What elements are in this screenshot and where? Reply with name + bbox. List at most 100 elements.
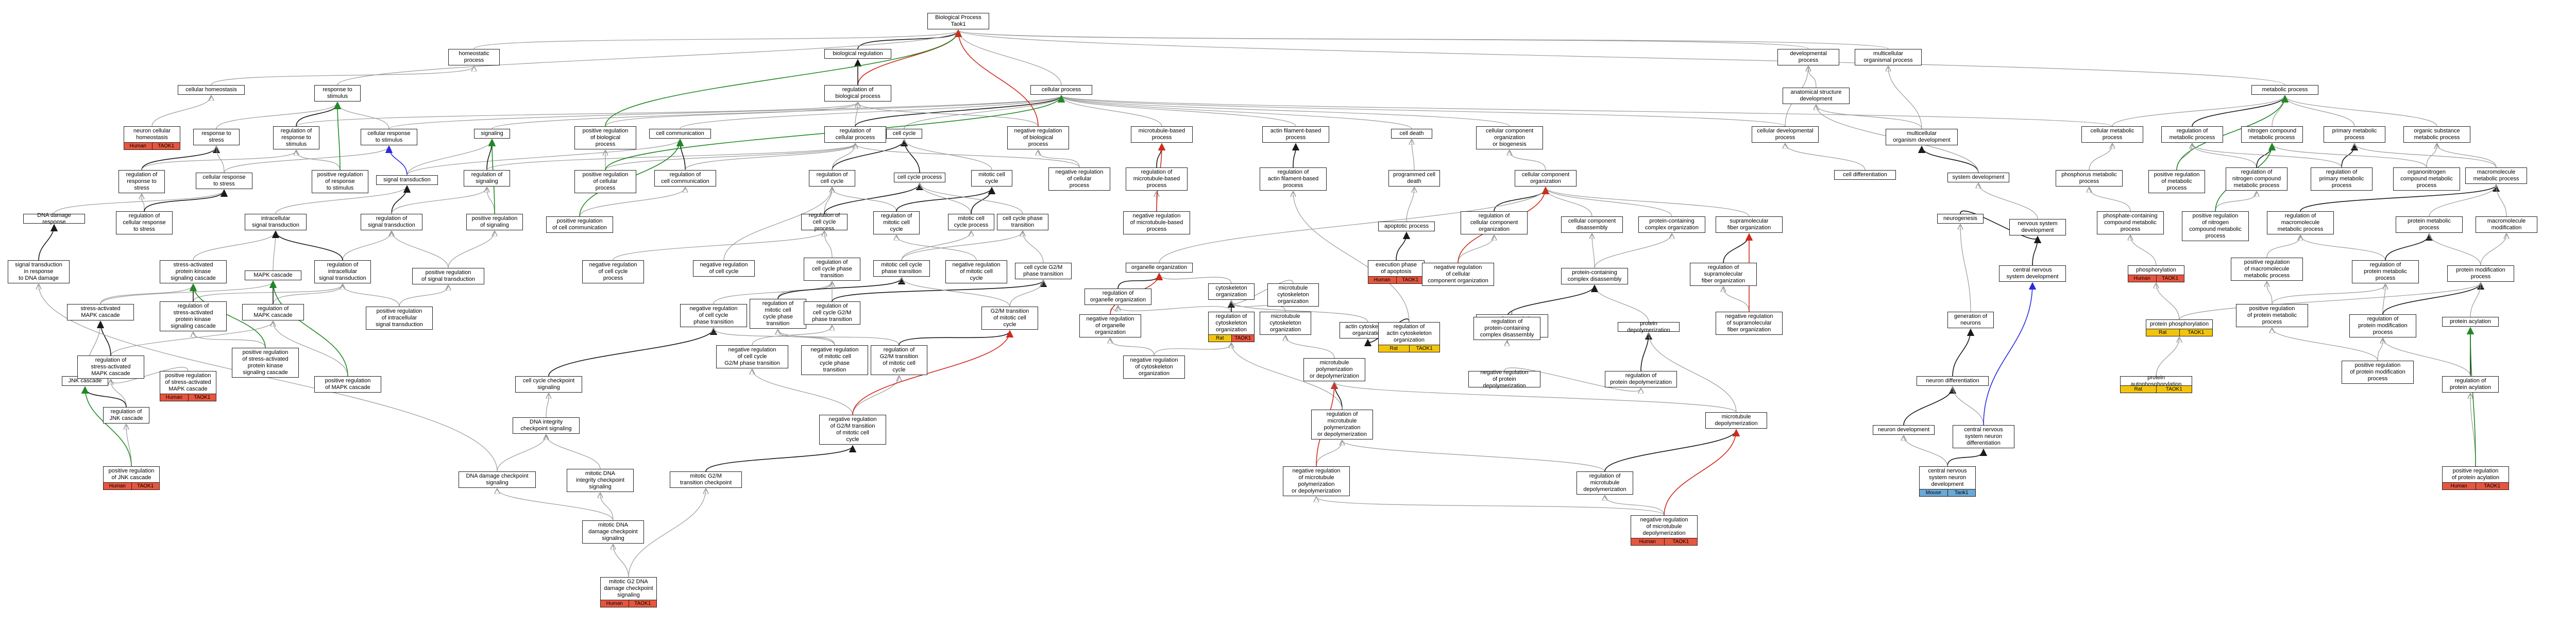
species-tag[interactable]: Human [103,483,132,490]
go-term-node-prog-cell-death[interactable]: programmed cell death [1388,170,1440,187]
go-term-node-cell-resp-stim[interactable]: cellular response to stimulus [361,129,417,145]
go-term-node-pos-reg-metab[interactable]: positive regulation of metabolic process [2148,170,2205,193]
gene-tag[interactable]: TAOK1 [131,483,160,490]
go-term-node-pos-reg-protein-mod[interactable]: positive regulation of protein modificat… [2342,361,2414,384]
go-term-node-pos-reg-macromol[interactable]: positive regulation of macromolecule met… [2231,258,2303,281]
go-term-node-neg-reg-cyto[interactable]: negative regulation of cytoskeleton orga… [1123,356,1185,379]
go-term-node-mt-cytoskeleton-org[interactable]: microtubule cytoskeleton organization [1267,283,1319,307]
go-term-node-cns-neuron-dev[interactable]: central nervous system neuron developmen… [1919,466,1976,497]
go-term-node-reg-cc-g2m[interactable]: regulation of cell cycle G2/M phase tran… [804,301,860,325]
species-tag[interactable]: Rat [1378,345,1410,352]
gene-tag[interactable]: TAOK1 [2156,386,2192,393]
go-term-node-reg-mitotic-phase[interactable]: regulation of mitotic cell cycle phase t… [750,299,806,329]
go-term-node-reg-mt-depolymerization[interactable]: regulation of microtubule depolymerizati… [1577,471,1633,495]
go-term-node-reg-mt-depoly[interactable]: regulation of microtubule polymerization… [1311,410,1373,439]
gene-tag[interactable]: TAOK1 [2179,329,2213,336]
go-term-node-reg-protein-depoly[interactable]: regulation of protein depolymerization [1605,371,1677,387]
go-term-node-cell-diff[interactable]: cell differentiation [1834,170,1896,180]
go-term-node-resp-stress[interactable]: response to stress [193,129,240,145]
go-term-node-reg-protein-acyl[interactable]: regulation of protein acylation [2442,376,2499,393]
go-term-node-cc-checkpoint[interactable]: cell cycle checkpoint signaling [515,376,582,393]
go-term-node-reg-cc-process[interactable]: regulation of cell cycle process [801,212,848,232]
gene-tag[interactable]: Taok1 [1947,489,1976,497]
go-term-node-bioreg[interactable]: biological regulation [824,49,891,59]
go-term-node-pos-reg-cell-proc[interactable]: positive regulation of cellular process [574,170,636,193]
go-term-node-neg-reg-cell-proc[interactable]: negative regulation of cellular process [1048,167,1110,191]
go-term-node-actin-fil[interactable]: actin filament-based process [1262,126,1329,143]
go-term-node-neuron-dev[interactable]: neuron development [1873,425,1935,435]
gene-tag[interactable]: TAOK1 [152,143,180,150]
go-term-node-cc-process[interactable]: cell cycle process [894,173,945,182]
go-term-node-protein-metab[interactable]: protein metabolic process [2396,216,2463,233]
go-term-node-reg-supramol-fiber[interactable]: regulation of supramolecular fiber organ… [1690,263,1757,286]
go-term-node-reg-actin-fil[interactable]: regulation of actin filament-based proce… [1260,167,1327,191]
go-term-node-protein-mod[interactable]: protein modification process [2447,265,2514,282]
go-term-node-reg-macromol[interactable]: regulation of macromolecule metabolic pr… [2267,211,2334,234]
go-term-node-mt-based[interactable]: microtubule-based process [1131,126,1193,143]
go-term-node-stress-mapk2[interactable]: stress-activated MAPK cascade [67,304,134,320]
go-term-node-protein-acylation[interactable]: protein acylation [2442,317,2499,327]
gene-tag[interactable]: TAOK1 [2156,275,2184,282]
go-term-node-pos-reg-signaling[interactable]: positive regulation of signaling [466,214,523,230]
go-term-node-organelle-org[interactable]: organelle organization [1126,263,1193,273]
go-term-node-bp[interactable]: Biological Process Taok1 [927,13,989,29]
go-term-node-neg-reg-g2m-mitotic[interactable]: negative regulation of G2/M transition o… [819,415,886,445]
gene-tag[interactable]: TAOK1 [1664,538,1698,546]
go-term-node-neg-reg-organelle[interactable]: negative regulation of organelle organiz… [1079,314,1141,337]
go-term-node-phosph-metab[interactable]: phosphorus metabolic process [2056,170,2123,187]
go-term-node-pos-reg-stress-kinase[interactable]: positive regulation of stress-activated … [232,348,299,378]
go-term-node-reg-organelle-org[interactable]: regulation of organelle organization [1084,289,1151,305]
go-term-node-reg-protein-metab[interactable]: regulation of protein metabolic process [2352,260,2419,283]
go-term-node-cns-dev[interactable]: central nervous system development [1999,265,2066,282]
species-tag[interactable]: Rat [1208,335,1232,342]
go-term-node-pos-reg-stress-mapk[interactable]: positive regulation of stress-activated … [160,371,216,401]
gene-tag[interactable]: TAOK1 [1409,345,1440,352]
species-tag[interactable]: Human [160,394,189,401]
go-term-node-organic-metab[interactable]: organic substance metabolic process [2403,126,2470,143]
go-term-node-mitotic-g2m-checkpoint[interactable]: mitotic G2/M transition checkpoint [670,471,742,488]
go-term-node-mitotic-dna-damage[interactable]: mitotic DNA damage checkpoint signaling [582,520,644,544]
go-term-node-dna-damage-resp[interactable]: DNA damage response [23,212,85,225]
go-term-node-mitotic-phase-trans[interactable]: mitotic cell cycle phase transition [873,260,930,277]
go-term-node-reg-sig-trans[interactable]: regulation of signal transduction [361,214,422,230]
go-term-node-reg-g2m-mitotic[interactable]: regulation of G2/M transition of mitotic… [871,345,927,375]
go-term-node-gen-neurons[interactable]: generation of neurons [1947,312,1994,328]
go-term-node-reg-signaling[interactable]: regulation of signaling [464,170,510,187]
go-term-node-supramol-fiber-org[interactable]: supramolecular fiber organization [1716,216,1783,233]
go-term-node-developmental[interactable]: developmental process [1777,49,1839,65]
go-term-node-mapk-cascade[interactable]: MAPK cascade [245,270,301,280]
go-term-node-nitrogen[interactable]: nitrogen compound metabolic process [2241,126,2303,143]
go-term-node-reg-resp-stress[interactable]: regulation of response to stress [118,170,165,193]
go-term-node-reg-cell-resp-stress[interactable]: regulation of cellular response to stres… [116,211,173,234]
go-term-node-g2m-mitotic[interactable]: G2/M transition of mitotic cell cycle [981,307,1038,330]
go-term-node-organonitrogen[interactable]: organonitrogen compound metabolic proces… [2393,167,2460,191]
go-term-node-reg-cc-phase-trans[interactable]: regulation of cell cycle phase transitio… [804,258,860,281]
species-tag[interactable]: Human [2442,483,2476,490]
go-term-node-reg-protein-complex[interactable]: regulation of protein-containing complex… [1473,317,1540,340]
go-term-node-anat-dev[interactable]: anatomical structure development [1783,88,1850,104]
go-term-node-stress-mapk[interactable]: stress-activated protein kinase signalin… [160,260,227,283]
go-term-node-macromol-mod[interactable]: macromolecule modification [2476,216,2537,233]
go-term-node-reg-cell-comm[interactable]: regulation of cell communication [654,170,716,187]
go-term-node-reg-mt-based[interactable]: regulation of microtubule-based process [1126,167,1188,191]
go-term-node-reg-cell-cycle[interactable]: regulation of cell cycle [809,170,855,187]
go-term-node-apoptotic[interactable]: apoptotic process [1378,222,1435,231]
go-term-node-sig-trans[interactable]: signal transduction [376,175,438,185]
go-term-node-neg-reg-cc-process[interactable]: negative regulation of cell cycle proces… [582,260,644,283]
go-term-node-primary-metab[interactable]: primary metabolic process [2324,126,2385,143]
go-term-node-cc-phase-trans[interactable]: cell cycle phase transition [997,214,1048,230]
go-term-node-neg-reg-mitotic-phase[interactable]: negative regulation of mitotic cell cycl… [801,345,868,375]
go-term-node-neg-reg-mt-depoly[interactable]: negative regulation of microtubule polym… [1283,466,1350,496]
gene-tag[interactable]: TAOK1 [1231,335,1255,342]
go-term-node-neg-reg-cc-phase[interactable]: negative regulation of cell cycle phase … [680,304,747,327]
go-term-node-signaling[interactable]: signaling [474,129,510,139]
go-term-node-neg-reg-cell-cycle[interactable]: negative regulation of cell cycle [693,260,755,277]
go-term-node-neg-reg-mt-based[interactable]: negative regulation of microtubule-based… [1123,211,1190,234]
go-term-node-pos-reg-intracell[interactable]: positive regulation of intracellular sig… [366,307,433,330]
go-term-node-dna-integrity[interactable]: DNA integrity checkpoint signaling [513,417,580,434]
go-term-node-pos-reg-cell-comm[interactable]: positive regulation of cell communicatio… [546,216,613,233]
